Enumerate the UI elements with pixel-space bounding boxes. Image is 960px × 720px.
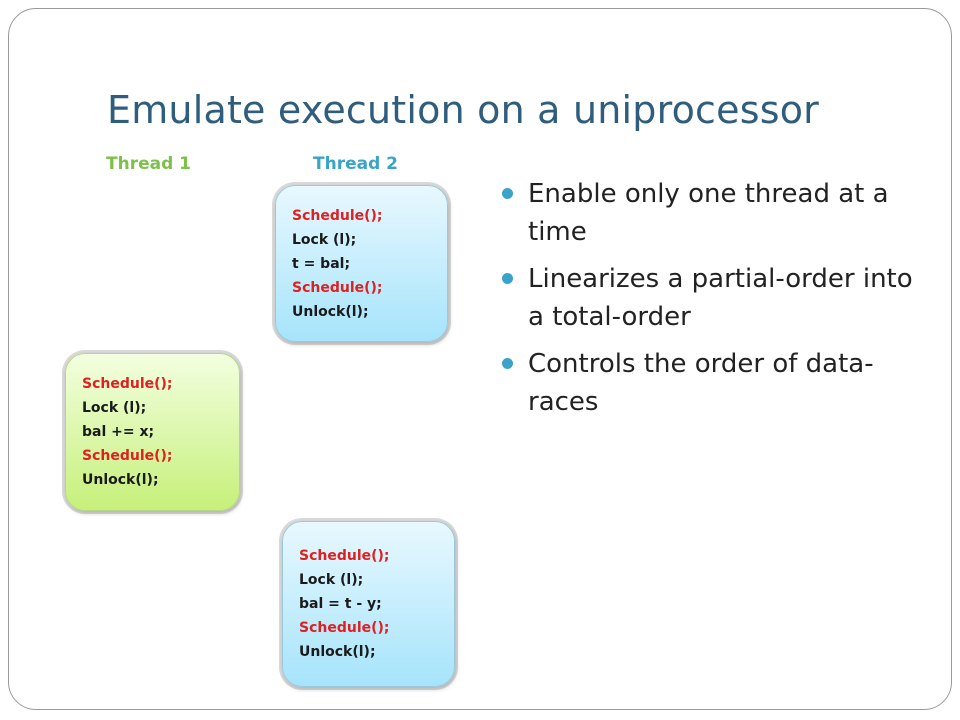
- bullet-item: Controls the order of data-races: [500, 345, 930, 421]
- thread-2-code-block-1: Schedule(); Lock (l); t = bal; Schedule(…: [275, 185, 448, 342]
- bullet-text: Enable only one thread at a time: [528, 179, 889, 247]
- bullet-dot-icon: [502, 188, 513, 199]
- slide-title: Emulate execution on a uniprocessor: [107, 88, 819, 132]
- code-line: Unlock(l);: [82, 472, 159, 488]
- code-line: Lock (l);: [82, 400, 147, 416]
- bullet-item: Enable only one thread at a time: [500, 175, 930, 251]
- code-line: Schedule();: [292, 280, 383, 296]
- code-line: bal += x;: [82, 424, 155, 440]
- code-line: t = bal;: [292, 256, 351, 272]
- bullet-text: Controls the order of data-races: [528, 349, 874, 417]
- code-line: Schedule();: [82, 376, 173, 392]
- code-line: Unlock(l);: [292, 304, 369, 320]
- code-line: Schedule();: [299, 620, 390, 636]
- code-line: Schedule();: [299, 548, 390, 564]
- bullet-text: Linearizes a partial-order into a total-…: [528, 264, 913, 332]
- code-line: Schedule();: [82, 448, 173, 464]
- thread-1-code-block: Schedule(); Lock (l); bal += x; Schedule…: [65, 353, 240, 511]
- thread-2-label: Thread 2: [313, 154, 398, 174]
- code-line: Schedule();: [292, 208, 383, 224]
- code-line: Lock (l);: [292, 232, 357, 248]
- bullet-dot-icon: [502, 358, 513, 369]
- bullet-list: Enable only one thread at a time Lineari…: [500, 175, 930, 430]
- code-line: bal = t - y;: [299, 596, 382, 612]
- code-line: Lock (l);: [299, 572, 364, 588]
- bullet-item: Linearizes a partial-order into a total-…: [500, 260, 930, 336]
- thread-2-code-block-2: Schedule(); Lock (l); bal = t - y; Sched…: [282, 521, 455, 687]
- code-line: Unlock(l);: [299, 644, 376, 660]
- thread-1-label: Thread 1: [106, 154, 191, 174]
- bullet-dot-icon: [502, 273, 513, 284]
